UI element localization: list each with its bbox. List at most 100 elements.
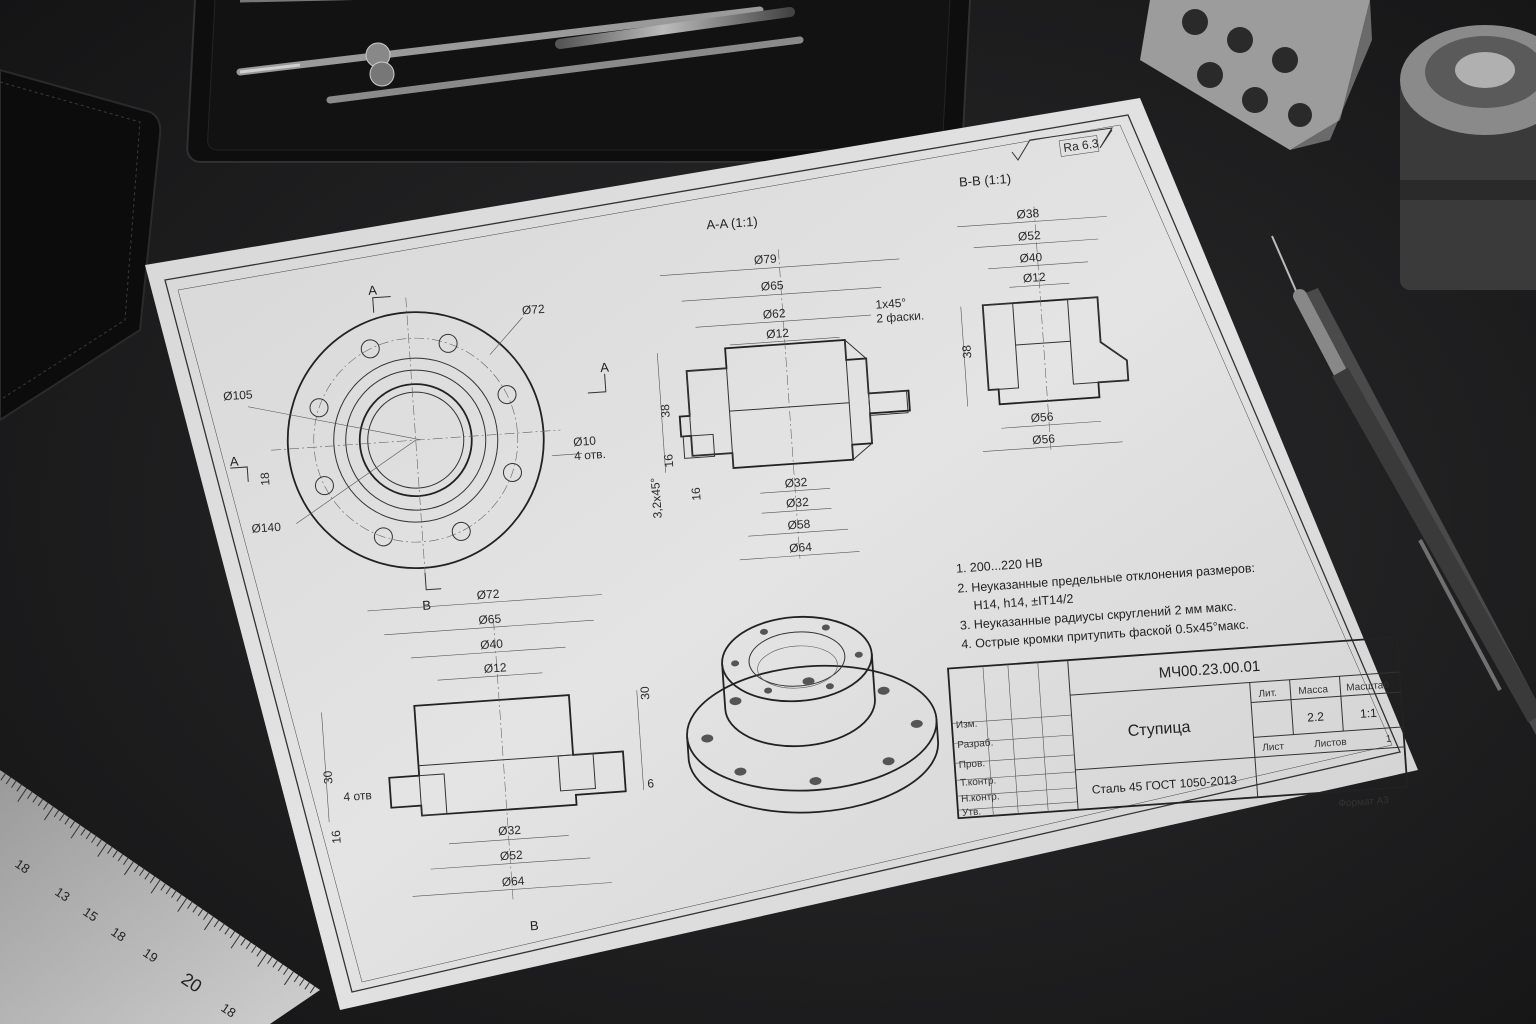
ruler-tick [27, 791, 33, 799]
section-bb-title: B-B (1:1) [959, 171, 1012, 190]
ruler-tick [283, 967, 289, 975]
iso-bolt-hole [910, 719, 923, 728]
bb-dim-line [1001, 420, 1102, 429]
bb-h38: 38 [959, 344, 974, 359]
front-h30b: 30 [637, 686, 652, 701]
tb-lit: Лит. [1258, 688, 1277, 700]
front-d40: Ø40 [480, 637, 504, 653]
ruler-tick [149, 876, 156, 884]
bb-dim-line [973, 238, 1099, 249]
tb-sheets: Листов [1314, 737, 1347, 750]
aa-d79: Ø79 [754, 251, 778, 267]
ruler-tick [0, 773, 6, 781]
front-dim-line [412, 882, 613, 897]
front-dim-line [636, 690, 645, 791]
plan-holes: 4 отв. [574, 447, 607, 463]
ruler-tick [37, 799, 44, 807]
aa-dim-line [656, 353, 666, 473]
bb-d38: Ø38 [1016, 206, 1040, 222]
steel-ruler: 18 13 15 18 19 20 18 [0, 770, 320, 1024]
front-dim-line [448, 835, 569, 845]
tb-grid-line [982, 666, 994, 816]
ruler-tick [256, 949, 262, 957]
bolt-hole [314, 476, 334, 496]
bolt-hole [373, 527, 393, 547]
ruler-tick [139, 868, 145, 876]
section-aa-title: A-A (1:1) [706, 214, 758, 233]
plan-d10: Ø10 [573, 434, 597, 450]
ruler-tick [299, 978, 305, 986]
ruler-tick [171, 890, 177, 898]
tb-row-0: Изм. [956, 719, 978, 731]
plan-cut-a-left: A [229, 454, 239, 470]
ruler-tick [283, 971, 294, 986]
ruler-tick [224, 927, 230, 935]
ruler-tick [96, 839, 102, 847]
aa-dim-line [739, 551, 860, 561]
plan-d105: Ø105 [223, 387, 254, 403]
ruler-tick [309, 986, 316, 994]
bb-dim-line [1009, 282, 1070, 288]
ruler-num-3: 18 [108, 924, 128, 945]
front-section: Ø72 Ø65 Ø40 Ø12 Ø32 Ø52 Ø64 30 30 16 6 4… [321, 587, 655, 934]
tb-mass-v: 2.2 [1307, 709, 1325, 724]
ruler-tick [11, 780, 17, 788]
roughness-text: Ra 6.3 [1062, 136, 1099, 155]
ruler-tick [219, 923, 225, 931]
aa-d12: Ø12 [766, 326, 790, 342]
bb-dim-line [988, 261, 1088, 270]
ruler-tick [70, 824, 81, 839]
ruler-tick [32, 795, 38, 803]
aa-dim-line [748, 528, 849, 537]
front-holes: 4 отв [343, 788, 372, 804]
bb-d56a: Ø56 [1030, 410, 1054, 426]
ruler-tick [117, 854, 124, 862]
aa-d32b: Ø32 [786, 495, 810, 511]
aa-dim-line [760, 488, 831, 494]
bb-d40: Ø40 [1019, 250, 1043, 266]
ruler-tick [293, 975, 300, 983]
ruler-tick [267, 956, 273, 964]
aa-h38: 38 [658, 403, 673, 418]
iso-top-hole [759, 628, 768, 635]
aa-d62: Ø62 [762, 306, 786, 322]
ruler-tick [245, 942, 252, 950]
plan-view: A A A B Ø72 Ø105 Ø10 4 отв. 18 Ø140 [223, 282, 610, 613]
aa-h16: 16 [661, 453, 676, 468]
front-h16: 16 [329, 829, 344, 844]
aa-d64: Ø64 [789, 540, 813, 556]
front-d32: Ø32 [498, 823, 522, 839]
tb-row-1: Разраб. [957, 737, 994, 751]
ruler-tick [230, 934, 241, 949]
plan-cut-b: B [422, 597, 432, 613]
front-d72: Ø72 [476, 587, 500, 603]
aa-chamfer: 1x45° [875, 296, 907, 312]
aa-d32a: Ø32 [784, 475, 808, 491]
ruler-tick [197, 909, 204, 917]
ruler-tick [69, 821, 76, 829]
ruler-tick [59, 813, 65, 821]
ruler-tick [160, 883, 166, 891]
ruler-tick [240, 938, 246, 946]
ruler-tick [53, 810, 60, 818]
tb-row-3: Т.контр. [960, 775, 997, 789]
iso-bolt-hole [729, 697, 742, 706]
tb-row-2: Пров. [958, 758, 985, 771]
ruler-tick [91, 835, 97, 843]
front-dim-line [367, 594, 602, 612]
ruler-num-0: 18 [12, 856, 32, 877]
iso-bolt-hole [882, 757, 895, 766]
front-cut-b: B [529, 918, 539, 934]
ruler-tick [97, 843, 108, 857]
ruler-tick [304, 982, 310, 990]
ruler-tick [64, 817, 70, 825]
ruler-tick [123, 857, 129, 865]
ruler-tick [133, 865, 140, 873]
aa-chamfers: 2 фаски. [876, 308, 925, 325]
tb-grid-line [1037, 662, 1049, 812]
plan-d72: Ø72 [521, 302, 545, 318]
aa-d65: Ø65 [760, 278, 784, 294]
front-dim-line [410, 646, 566, 659]
bolt-hole [360, 339, 380, 359]
